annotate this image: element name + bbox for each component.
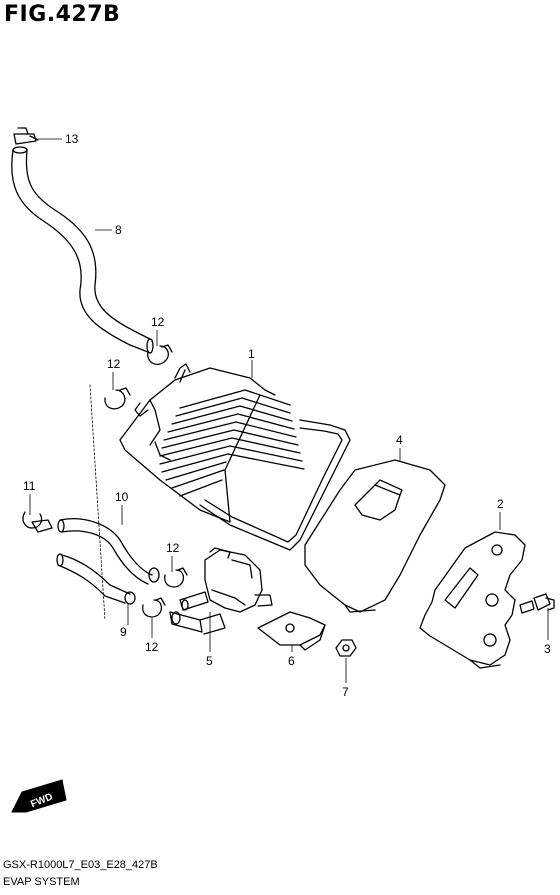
- callout-4: 4: [396, 433, 403, 447]
- canister-1: [119, 363, 351, 551]
- callout-12-bottom: 12: [145, 640, 159, 654]
- callout-11: 11: [23, 479, 36, 493]
- bracket-6: [257, 611, 326, 651]
- clamp-12d: [142, 597, 166, 618]
- cover-4: [304, 459, 446, 613]
- bolt-3: [519, 593, 555, 614]
- hose-10: [57, 518, 160, 585]
- callout-3: 3: [544, 642, 551, 656]
- hose-8: [11, 146, 154, 354]
- callout-12-left: 12: [107, 357, 121, 371]
- callout-12-top: 12: [151, 315, 165, 329]
- callout-2: 2: [497, 497, 504, 511]
- callout-5: 5: [206, 654, 213, 668]
- clamp-12b: [104, 387, 131, 410]
- clamp-11: [22, 511, 53, 533]
- bracket-2: [419, 531, 526, 669]
- callout-6: 6: [288, 654, 295, 668]
- nut-7: [335, 639, 357, 657]
- callout-10: 10: [115, 490, 129, 504]
- hose-9: [56, 553, 136, 605]
- clamp-13: [13, 127, 39, 145]
- figure-title: FIG.427B: [4, 2, 121, 27]
- callout-7: 7: [342, 685, 349, 699]
- clamp-12c: [164, 567, 188, 588]
- clamp-12a: [147, 344, 173, 366]
- fwd-arrow-icon: FWD: [11, 779, 67, 813]
- valve-5: [169, 547, 273, 635]
- section-name: EVAP SYSTEM: [3, 876, 80, 888]
- callout-13: 13: [65, 132, 79, 146]
- callout-9: 9: [120, 625, 127, 639]
- callout-1: 1: [248, 347, 255, 361]
- callout-8: 8: [115, 223, 122, 237]
- callout-12-mid: 12: [166, 541, 180, 555]
- model-code: GSX-R1000L7_E03_E28_427B: [3, 859, 158, 871]
